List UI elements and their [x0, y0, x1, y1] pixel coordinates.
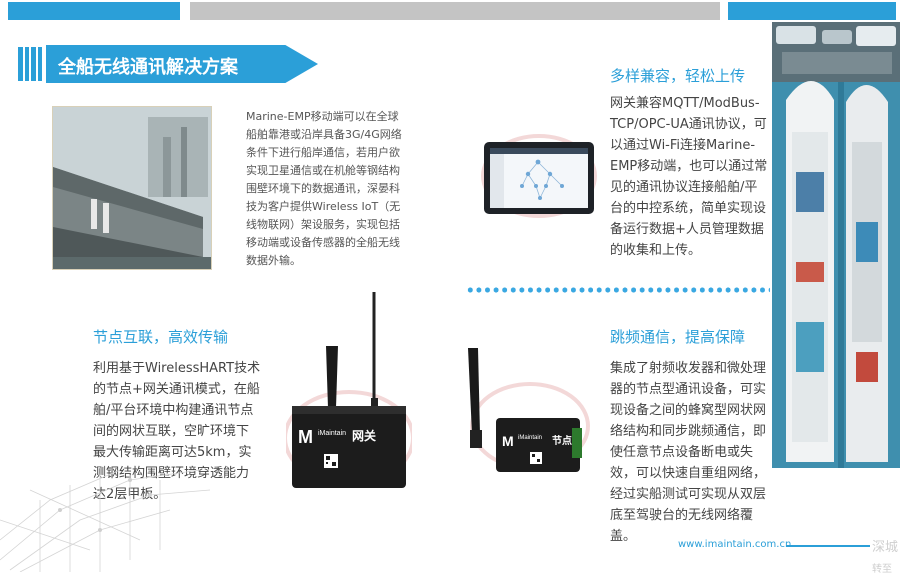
- website-url[interactable]: www.imaintain.com.cn: [678, 539, 792, 550]
- heading-arrow: [46, 45, 318, 83]
- heading-stripes: [18, 47, 42, 81]
- intro-paragraph: Marine-EMP移动端可以在全球船舶靠港或沿岸具备3G/4G网络条件下进行船…: [246, 110, 402, 267]
- tablet-graphic: [478, 120, 600, 220]
- compat-title: 多样兼容，轻松上传: [610, 67, 746, 85]
- faint-watermark-top: 深城: [872, 540, 899, 555]
- node-device: M iMaintain 节点: [460, 344, 592, 474]
- top-bar-left: [8, 2, 180, 20]
- svg-text:M: M: [298, 427, 313, 447]
- top-bar-middle: [190, 2, 720, 20]
- gateway-label: 网关: [352, 429, 377, 443]
- dotted-divider: [466, 287, 770, 293]
- ship-bow-illustration: [53, 107, 211, 269]
- section-heading-banner: 全船无线通讯解决方案: [18, 45, 318, 83]
- gateway-device: M iMaintain 网关: [283, 288, 415, 498]
- gateway-brand: iMaintain: [318, 430, 347, 437]
- faint-watermark-bottom: 转至: [872, 564, 892, 575]
- aerial-ship-photo: [772, 22, 900, 468]
- node-title: 节点互联，高效传输: [93, 328, 229, 346]
- node-brand: iMaintain: [518, 435, 543, 441]
- page-title: 全船无线通讯解决方案: [58, 57, 238, 78]
- hop-paragraph: 集成了射频收发器和微处理器的节点型通讯设备，可实现设备之间的蜂窝型网状网络结构和…: [610, 361, 767, 544]
- url-underline: [786, 545, 870, 547]
- node-paragraph: 利用基于WirelessHART技术的节点+网关通讯模式，在船舶/平台环境中构建…: [93, 361, 261, 502]
- node-label: 节点: [552, 436, 572, 447]
- top-bar-right: [728, 2, 896, 20]
- ship-bow-photo: [52, 106, 212, 270]
- svg-text:M: M: [502, 433, 514, 449]
- compat-paragraph: 网关兼容MQTT/ModBus-TCP/OPC-UA通讯协议，可以通过Wi-Fi…: [610, 96, 768, 258]
- network-mesh-decoration: [0, 469, 211, 572]
- hop-title: 跳频通信，提高保障: [610, 328, 746, 346]
